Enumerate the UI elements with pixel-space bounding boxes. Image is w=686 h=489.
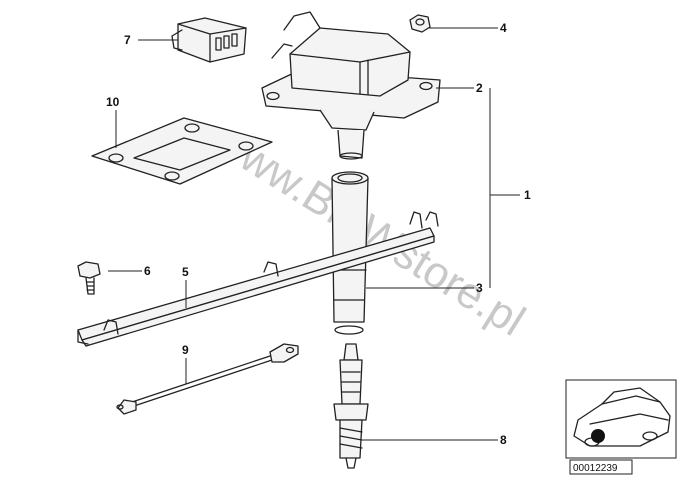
spark-plug-part-8[interactable] [333, 343, 369, 469]
callout-7: 7 [124, 33, 131, 47]
callout-6: 6 [144, 264, 151, 278]
leader-lines [108, 27, 520, 441]
location-marker [591, 429, 605, 443]
callout-5: 5 [182, 265, 189, 279]
callout-9: 9 [182, 343, 189, 357]
callout-labels: 1 2 3 4 5 6 7 8 9 10 [106, 21, 531, 447]
callout-1: 1 [524, 188, 531, 202]
callout-10: 10 [106, 95, 120, 109]
gasket-part-10[interactable] [91, 117, 273, 185]
ignition-coil-part-2[interactable] [261, 11, 441, 160]
connector-plug-part-7[interactable] [171, 17, 247, 63]
car-location-inset: 00012239 [565, 379, 677, 475]
screw-part-6[interactable] [77, 261, 101, 295]
callout-4: 4 [500, 21, 507, 35]
spark-plug-boot-part-3[interactable] [331, 171, 369, 335]
callout-8: 8 [500, 433, 507, 447]
reference-number: 00012239 [573, 463, 618, 474]
cable-channel-part-5[interactable] [77, 211, 439, 347]
callout-3: 3 [476, 281, 483, 295]
ground-cable-part-9[interactable] [116, 343, 299, 415]
callout-2: 2 [476, 81, 483, 95]
nut-part-4[interactable] [409, 14, 431, 33]
